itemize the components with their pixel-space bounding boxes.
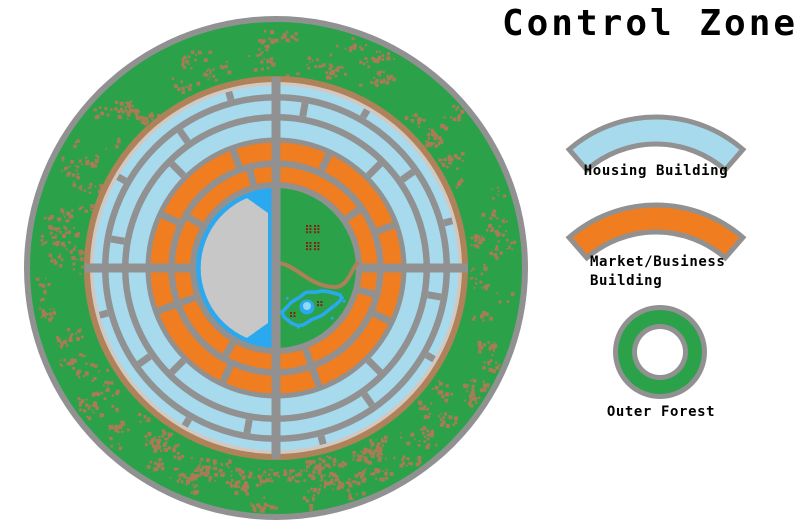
main-road-vertical [271,77,281,459]
legend-swatch-market [565,202,747,262]
main-road-west [85,263,191,273]
main-road-east [361,263,468,273]
legend-label-housing: Housing Building [556,162,756,181]
block-joints [98,90,454,446]
legend-label-housing-text: Housing Building [583,163,729,179]
legend-label-market: Market/Business Building [590,253,725,291]
moat-wedge-top [244,191,268,213]
central-park-east [276,188,356,348]
legend-label-market-line2: Building [590,273,663,289]
lake-shore [279,289,345,328]
legend-swatch-outer-forest [613,305,707,399]
legend-label-forest-text: Outer Forest [606,404,716,420]
forest-texture [35,29,517,513]
building-markers [290,225,323,318]
central-plaza [200,192,268,344]
page-title: Control Zone [501,3,799,44]
moat-wedge-bottom [244,323,268,345]
legend-label-forest: Outer Forest [561,403,761,422]
legend-swatch-housing [565,114,747,174]
legend-label-market-line1: Market/Business [590,254,726,270]
lake-pool-highlight [303,302,311,310]
lake [279,289,346,329]
dirt-path [276,260,360,290]
